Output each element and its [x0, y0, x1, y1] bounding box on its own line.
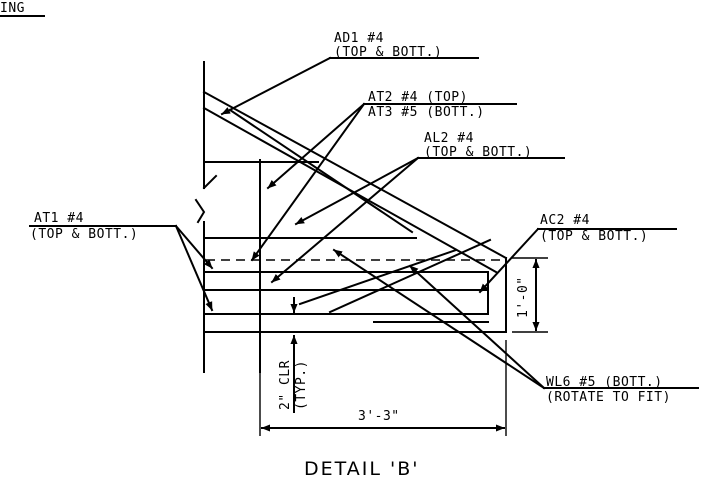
leader-ad1: [220, 56, 479, 116]
leader-ac2: [478, 227, 677, 294]
header-fragment: ING: [0, 1, 25, 16]
wall-outline: [194, 61, 218, 373]
ac2-label-line1: AC2 #4: [540, 213, 590, 228]
wl6-label-line2: (ROTATE TO FIT): [546, 390, 671, 405]
leader-al2: [270, 156, 565, 284]
clear-cover-label-line1: 2" CLR: [278, 360, 293, 410]
dimension-height-label: 1'-0": [516, 276, 531, 318]
dimension-height: [512, 257, 548, 333]
at3-label: AT3 #5 (BOTT.): [368, 105, 485, 120]
clear-cover-label-line2: (TYP.): [294, 360, 309, 410]
ac2-label-line2: (TOP & BOTT.): [540, 229, 648, 244]
ad1-label-line2: (TOP & BOTT.): [334, 45, 442, 60]
leader-at2-at3: [250, 102, 517, 262]
detail-title: DETAIL 'B': [304, 458, 419, 480]
dimension-width: [259, 340, 507, 436]
rebar-bars: [205, 108, 492, 373]
wl6-label-line1: WL6 #5 (BOTT.): [546, 375, 663, 390]
ad1-label-line1: AD1 #4: [334, 31, 384, 46]
leader-wl6: [332, 248, 699, 390]
leader-at1: [29, 224, 214, 312]
at2-label: AT2 #4 (TOP): [368, 90, 468, 105]
al2-label-line1: AL2 #4: [424, 131, 474, 146]
dimension-width-label: 3'-3": [358, 409, 400, 424]
at1-label-line2: (TOP & BOTT.): [30, 227, 138, 242]
al2-label-line2: (TOP & BOTT.): [424, 145, 532, 160]
at1-label-line1: AT1 #4: [34, 211, 84, 226]
